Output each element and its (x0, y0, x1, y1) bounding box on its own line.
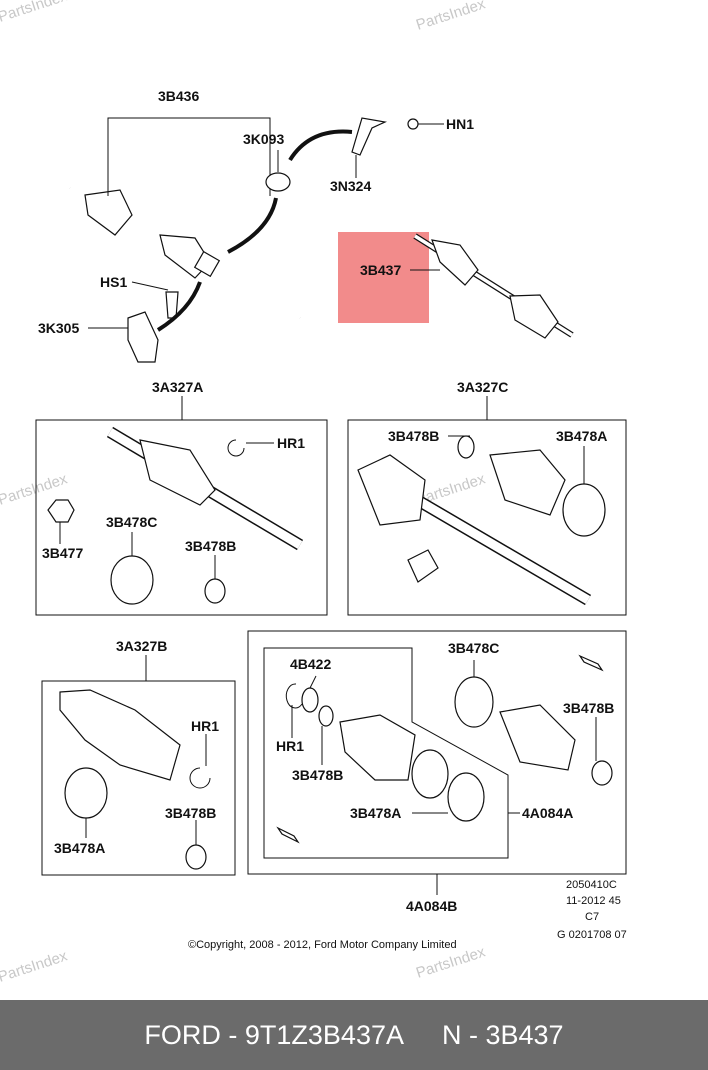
bracket-3B436 (107, 117, 271, 196)
label-d-HR1[interactable]: HR1 (276, 738, 304, 754)
ref-code: 11-2012 45 (566, 895, 621, 907)
label-3A327B[interactable]: 3A327B (116, 638, 167, 654)
label-3B436[interactable]: 3B436 (158, 88, 199, 104)
pin-icon (578, 654, 604, 672)
main-driveshaft (69, 186, 301, 320)
label-3N324[interactable]: 3N324 (330, 178, 371, 194)
label-HN1[interactable]: HN1 (446, 116, 474, 132)
clamp-3B478A (562, 483, 606, 537)
footer-part-number: FORD - 9T1Z3B437A (144, 1019, 404, 1050)
clamp-3B478B (591, 760, 613, 786)
label-HS1[interactable]: HS1 (100, 274, 127, 290)
watermark-text: PartsIndex (0, 0, 70, 26)
watermark-text: PartsIndex (414, 0, 488, 34)
outer-joint-3A327A (106, 426, 304, 551)
clamp-3B478C (110, 555, 154, 605)
nut-HN1 (407, 118, 419, 130)
clamp-3B478B (318, 705, 334, 727)
circlip-HR1 (227, 439, 245, 457)
label-a-3B477[interactable]: 3B477 (42, 545, 83, 561)
bracket-3N324 (351, 117, 387, 156)
parts-diagram: PartsIndex PartsIndex PartsIndex PartsIn… (0, 0, 627, 986)
clamp-3B478B (204, 578, 226, 604)
circlip-HR1 (189, 767, 211, 789)
arrow-icon (227, 197, 278, 254)
ref-code: C7 (585, 911, 599, 923)
label-a-HR1[interactable]: HR1 (277, 435, 305, 451)
pin-icon (276, 826, 300, 844)
circlip-HR1 (285, 683, 303, 709)
panel-3A327C (347, 419, 627, 616)
label-d-4B422[interactable]: 4B422 (290, 656, 331, 672)
label-3K093[interactable]: 3K093 (243, 131, 284, 147)
label-a-3B478C[interactable]: 3B478C (106, 514, 157, 530)
label-3B437[interactable]: 3B437 (360, 262, 401, 278)
label-a-3B478B[interactable]: 3B478B (185, 538, 236, 554)
clamp-3B478B (185, 844, 207, 870)
arrow-icon (156, 281, 202, 332)
panel-3A327B (41, 680, 236, 876)
highlight-3B437[interactable] (338, 232, 429, 323)
label-3A327A[interactable]: 3A327A (152, 379, 203, 395)
bearing-3K305 (127, 311, 159, 363)
label-b-3B478B[interactable]: 3B478B (165, 805, 216, 821)
seal-3K093 (265, 172, 291, 192)
panel-3A327A (35, 419, 328, 616)
ring-4A084A (411, 749, 449, 799)
ref-code: G 0201708 07 (557, 929, 627, 941)
nut-3B477 (47, 499, 75, 523)
watermark-text: PartsIndex (0, 947, 70, 985)
label-b-HR1[interactable]: HR1 (191, 718, 219, 734)
label-c-3B478B[interactable]: 3B478B (388, 428, 439, 444)
clamp-3B478C (454, 676, 494, 728)
label-d-3B478A[interactable]: 3B478A (350, 805, 401, 821)
arrow-icon (288, 129, 353, 162)
inner-joint-3A327C (357, 449, 592, 606)
boot-icon (499, 704, 576, 771)
ref-code: 2050410C (566, 879, 617, 891)
label-d-3B478B2[interactable]: 3B478B (563, 700, 614, 716)
label-3A327C[interactable]: 3A327C (457, 379, 508, 395)
halfshaft-3B437 (413, 233, 574, 339)
clamp-3B478A (64, 767, 108, 819)
label-3K305[interactable]: 3K305 (38, 320, 79, 336)
label-d-4A084A[interactable]: 4A084A (522, 805, 573, 821)
boot-4A084A (339, 714, 416, 781)
footer-catalog-code: N - 3B437 (442, 1019, 564, 1050)
label-d-4A084B[interactable]: 4A084B (406, 898, 457, 914)
copyright-text: ©Copyright, 2008 - 2012, Ford Motor Comp… (188, 939, 457, 951)
clamp-3B478A (447, 772, 485, 822)
label-d-3B478C[interactable]: 3B478C (448, 640, 499, 656)
clamp-3B478B (457, 435, 475, 459)
part-number-footer: FORD - 9T1Z3B437A N - 3B437 (0, 1000, 708, 1070)
ring-4B422 (301, 687, 319, 713)
label-c-3B478A[interactable]: 3B478A (556, 428, 607, 444)
joint-3A327B (59, 689, 181, 781)
label-d-3B478B[interactable]: 3B478B (292, 767, 343, 783)
label-b-3B478A[interactable]: 3B478A (54, 840, 105, 856)
panel-4A084A (263, 647, 509, 859)
